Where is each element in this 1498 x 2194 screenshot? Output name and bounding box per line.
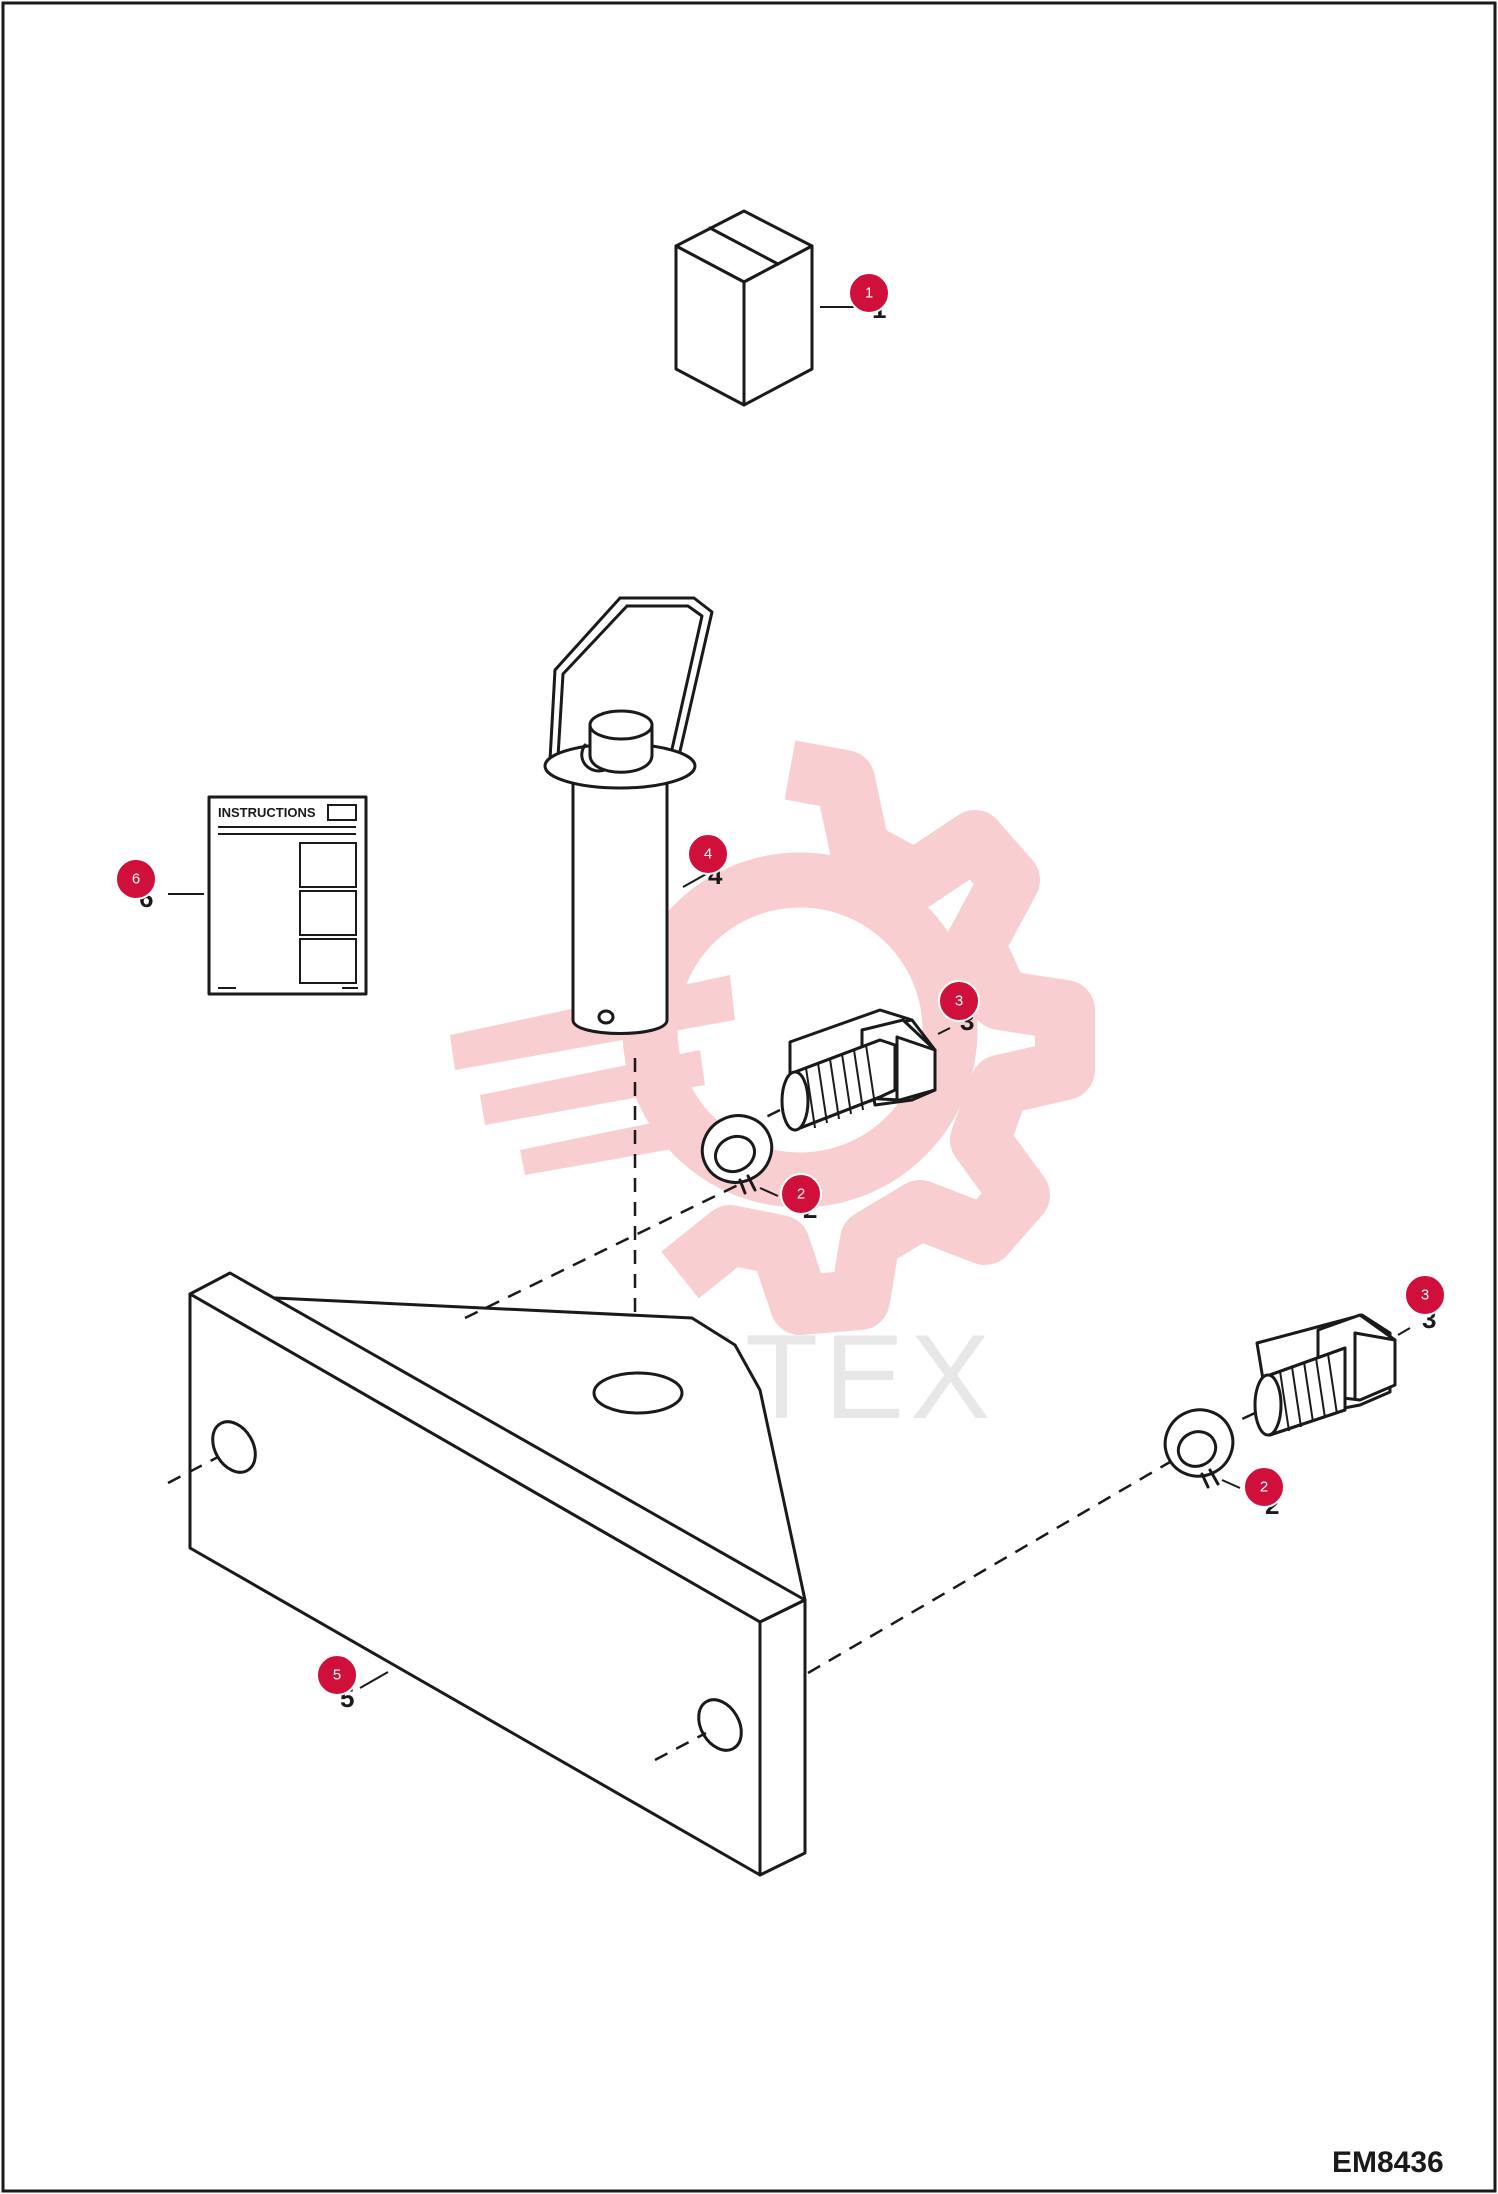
svg-text:5: 5 [333,1667,341,1684]
callout-4[interactable]: 4 [687,833,729,875]
callout-3-upper[interactable]: 3 [938,980,980,1022]
bolt-lower [1239,1313,1411,1437]
bolt-upper [759,1008,951,1132]
mounting-bracket [167,1181,1171,1877]
lynch-pin [543,596,714,1420]
watermark-streak [480,1050,705,1125]
drawing-code: EM8436 [1332,2146,1444,2179]
lock-washer-lower [1163,1408,1241,1489]
watermark-streak [520,1115,695,1175]
svg-text:2: 2 [1260,1479,1268,1496]
callout-5[interactable]: 5 [316,1654,358,1696]
svg-text:3: 3 [1421,1287,1429,1304]
callout-3-lower[interactable]: 3 [1404,1274,1446,1316]
instruction-sheet-title: INSTRUCTIONS [218,805,316,820]
instruction-sheet: INSTRUCTIONS [168,795,368,996]
callout-1[interactable]: 1 [848,272,890,314]
lock-washer-upper [700,1114,779,1197]
svg-text:2: 2 [797,1186,805,1203]
callout-2-upper[interactable]: 2 [780,1173,822,1215]
watermark-gear-icon [661,740,1095,1335]
svg-text:3: 3 [955,993,963,1010]
kit-box [674,209,872,407]
svg-text:1: 1 [865,285,873,302]
callout-2-lower[interactable]: 2 [1243,1466,1285,1508]
svg-text:4: 4 [704,846,712,863]
callout-6[interactable]: 6 [115,858,157,900]
svg-text:6: 6 [132,871,140,888]
